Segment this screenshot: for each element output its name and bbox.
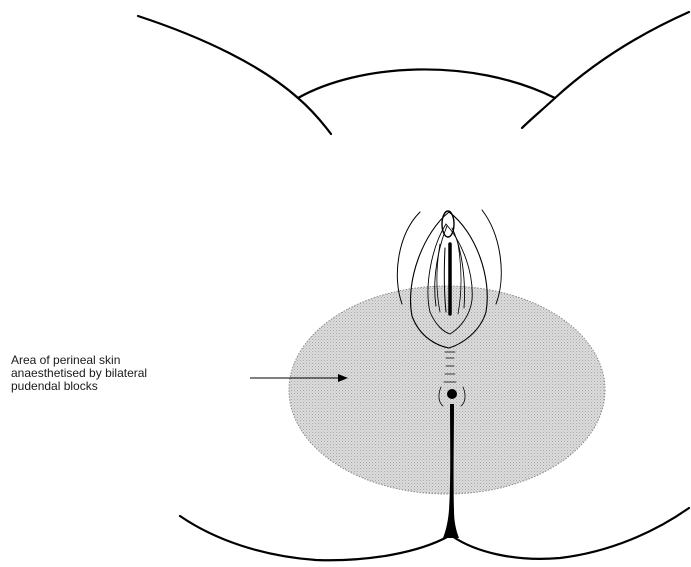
buttock-contours bbox=[180, 508, 689, 560]
annotation-label: Area of perineal skin anaesthetised by b… bbox=[11, 354, 251, 393]
left-buttock-contour bbox=[180, 516, 449, 560]
right-thigh-contour bbox=[522, 12, 689, 128]
clitoral-hood bbox=[442, 211, 454, 237]
anaesthetised-area bbox=[289, 286, 605, 494]
right-buttock-contour bbox=[452, 508, 689, 559]
anus bbox=[448, 390, 457, 399]
left-thigh-contour bbox=[138, 16, 331, 134]
annotation-line-3: pudendal blocks bbox=[11, 380, 251, 393]
abdomen-contour bbox=[298, 69, 555, 98]
upper-thigh-contours bbox=[138, 12, 689, 134]
